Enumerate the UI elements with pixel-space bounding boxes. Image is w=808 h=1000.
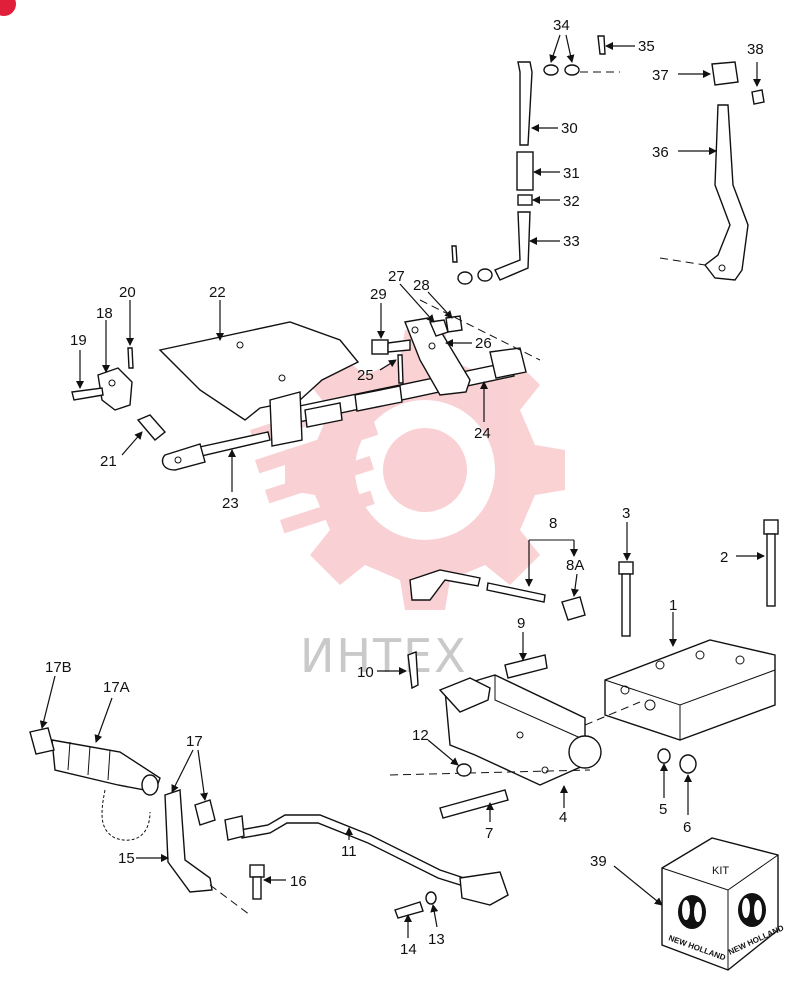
part-rod-33: [494, 211, 531, 281]
label-14: 14: [400, 941, 417, 958]
label-10: 10: [357, 664, 374, 681]
part-nuts-27-28: [428, 315, 463, 337]
centerline-valve: [584, 701, 641, 726]
label-22: 22: [209, 284, 226, 301]
part-pin-20: [127, 347, 134, 369]
part-pin-19: [71, 387, 104, 401]
label-17: 17: [186, 733, 203, 750]
label-15: 15: [118, 850, 135, 867]
label-16: 16: [290, 873, 307, 890]
label-2: 2: [720, 549, 728, 566]
label-9: 9: [517, 615, 525, 632]
label-8: 8: [549, 515, 557, 532]
label-28: 28: [413, 277, 430, 294]
part-link-21: [136, 414, 167, 441]
label-17b: 17B: [45, 659, 72, 676]
label-8a: 8A: [566, 557, 584, 574]
part-rod-23: [161, 431, 271, 471]
part-screw-14: [394, 901, 424, 919]
label-1: 1: [669, 597, 677, 614]
label-21: 21: [100, 453, 117, 470]
part-cap-17b: [29, 727, 55, 755]
label-37: 37: [652, 67, 669, 84]
centerline-lever: [659, 257, 706, 266]
label-18: 18: [96, 305, 113, 322]
label-5: 5: [659, 801, 667, 818]
part-washers-34: [543, 64, 580, 76]
part-washer-12: [456, 763, 472, 777]
label-4: 4: [559, 809, 567, 826]
part-plate-22: [158, 321, 360, 421]
label-11: 11: [341, 843, 357, 860]
part-block-1: [604, 639, 776, 741]
part-collar-37: [711, 61, 739, 86]
part-screw-38: [751, 89, 765, 105]
part-pin-25: [397, 354, 404, 384]
label-7: 7: [485, 825, 493, 842]
part-lever-36: [704, 104, 749, 281]
watermark-text: ИНТЕХ: [300, 629, 468, 683]
part-cotter-10: [407, 651, 419, 690]
part-fitting-17: [194, 799, 245, 841]
label-20: 20: [119, 284, 136, 301]
part-nut-32: [517, 194, 533, 206]
part-washer-5: [657, 748, 671, 764]
label-17a: 17A: [103, 679, 130, 696]
centerline-upper: [419, 299, 541, 361]
part-plate-13: [459, 871, 509, 906]
label-19: 19: [70, 332, 87, 349]
part-labels: 34 35 38 37 30 36 31 32 33 27 28 20 22 2…: [45, 17, 764, 958]
kit-label: KIT: [712, 865, 729, 877]
label-13: 13: [428, 931, 445, 948]
label-30: 30: [561, 120, 578, 137]
part-washer-6: [679, 754, 697, 774]
part-chain: [101, 789, 151, 841]
label-27: 27: [388, 268, 405, 285]
part-sleeve-31: [516, 151, 534, 191]
part-rod-8: [409, 569, 546, 603]
label-34: 34: [553, 17, 570, 34]
part-bolt-29: [371, 339, 411, 355]
part-bolt-2: [763, 519, 779, 607]
label-12: 12: [412, 727, 429, 744]
part-pin-35: [597, 35, 606, 55]
label-26: 26: [475, 335, 492, 352]
part-bolt-3: [618, 561, 634, 637]
part-rod-30: [517, 61, 533, 146]
label-39: 39: [590, 853, 607, 870]
part-clevis-18: [97, 367, 133, 411]
label-29: 29: [370, 286, 387, 303]
label-33: 33: [563, 233, 580, 250]
label-32: 32: [563, 193, 580, 210]
label-6: 6: [683, 819, 691, 836]
corner-badge: [0, 0, 16, 16]
label-25: 25: [357, 367, 374, 384]
label-23: 23: [222, 495, 239, 512]
part-valve-4: [438, 674, 602, 786]
label-36: 36: [652, 144, 669, 161]
leader-lines: [39, 34, 765, 938]
part-bolt-16: [249, 864, 265, 900]
label-38: 38: [747, 41, 764, 58]
part-bolt-7: [439, 789, 509, 819]
part-pin-9: [504, 654, 548, 679]
part-washers-lower: [451, 245, 493, 285]
part-washer-13: [425, 891, 437, 905]
centerline-kit: [389, 769, 591, 776]
part-lever-15: [164, 789, 213, 893]
part-cylinder-17a: [51, 739, 161, 796]
part-knob-8a: [561, 596, 586, 621]
label-3: 3: [622, 505, 630, 522]
kit-box-39: KIT NEW HOLLAND NEW HOLLAND: [661, 837, 785, 971]
label-24: 24: [474, 425, 491, 442]
label-35: 35: [638, 38, 655, 55]
label-31: 31: [563, 165, 580, 182]
centerline-lever-15: [209, 884, 251, 916]
